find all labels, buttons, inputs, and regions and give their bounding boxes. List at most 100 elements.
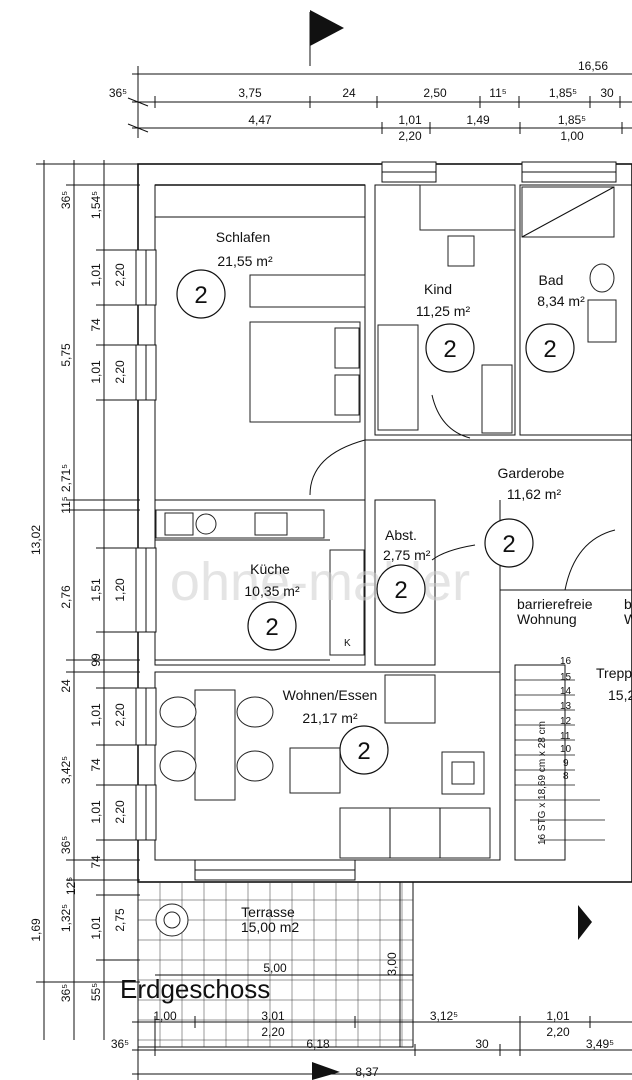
svg-text:2,76: 2,76 [59, 585, 73, 609]
svg-text:1,01: 1,01 [89, 916, 103, 940]
svg-text:1,85⁵: 1,85⁵ [549, 86, 577, 100]
svg-text:W: W [624, 611, 632, 627]
svg-text:Abst.: Abst. [385, 527, 417, 543]
svg-text:2,75 m²: 2,75 m² [383, 547, 431, 563]
stair-note: 16 STG x 18,69 cm x 28 cm [537, 721, 548, 845]
room-area-schlafen: 21,55 m² [217, 253, 273, 269]
svg-text:11⁵: 11⁵ [489, 86, 506, 100]
entrance-arrow-icon [578, 905, 592, 940]
furniture: K [155, 184, 617, 859]
svg-text:15: 15 [560, 672, 572, 683]
svg-text:3,12⁵: 3,12⁵ [430, 1009, 458, 1023]
svg-text:3,00: 3,00 [385, 952, 399, 976]
svg-text:3,42⁵: 3,42⁵ [59, 756, 73, 784]
dimension-lines-left: 13,02 36⁵ 5,75 11⁵ 2,71⁵ 2,76 24 3,42⁵ 3… [29, 160, 140, 1040]
svg-text:2: 2 [543, 336, 556, 363]
svg-text:2: 2 [443, 336, 456, 363]
svg-text:15,00 m2: 15,00 m2 [241, 919, 300, 935]
svg-text:36⁵: 36⁵ [59, 836, 73, 854]
svg-text:3,49⁵: 3,49⁵ [586, 1037, 614, 1051]
svg-text:99: 99 [89, 653, 103, 667]
svg-text:Garderobe: Garderobe [498, 465, 565, 481]
svg-text:1,01: 1,01 [398, 113, 422, 127]
svg-text:15,2: 15,2 [608, 687, 632, 703]
svg-text:Trepp: Trepp [596, 665, 632, 681]
svg-text:8,37: 8,37 [355, 1065, 379, 1079]
svg-text:b: b [624, 596, 632, 612]
svg-text:2: 2 [265, 614, 278, 641]
svg-text:barrierefreie: barrierefreie [517, 596, 593, 612]
svg-text:24: 24 [342, 86, 356, 100]
svg-text:2,20: 2,20 [113, 263, 127, 287]
svg-text:74: 74 [89, 758, 103, 772]
svg-text:Terrasse: Terrasse [241, 904, 295, 920]
svg-text:Kind: Kind [424, 281, 452, 297]
svg-text:2,20: 2,20 [261, 1025, 285, 1039]
svg-text:1,01: 1,01 [89, 703, 103, 727]
svg-text:1,00: 1,00 [560, 129, 584, 143]
svg-text:1,51: 1,51 [89, 578, 103, 602]
svg-text:5,00: 5,00 [263, 961, 287, 975]
svg-text:1,49: 1,49 [466, 113, 490, 127]
svg-text:Bad: Bad [539, 272, 564, 288]
svg-text:13: 13 [560, 701, 572, 712]
dim-total-depth: 13,02 [29, 525, 43, 555]
svg-text:24: 24 [59, 679, 73, 693]
svg-text:10: 10 [560, 744, 572, 755]
svg-text:36⁵: 36⁵ [109, 86, 127, 100]
svg-text:1,54⁵: 1,54⁵ [89, 191, 103, 219]
room-name-schlafen: Schlafen [216, 229, 270, 245]
svg-text:1,69: 1,69 [29, 918, 43, 942]
svg-text:14: 14 [560, 686, 572, 697]
north-arrow-icon [309, 10, 344, 66]
svg-text:2,20: 2,20 [398, 129, 422, 143]
svg-text:2,20: 2,20 [113, 703, 127, 727]
svg-text:Küche: Küche [250, 561, 290, 577]
svg-text:11,62 m²: 11,62 m² [507, 486, 562, 502]
svg-text:2: 2 [394, 577, 407, 604]
svg-text:11⁵: 11⁵ [59, 496, 73, 513]
svg-text:1,00: 1,00 [153, 1009, 177, 1023]
svg-text:2: 2 [194, 282, 207, 309]
svg-text:2,50: 2,50 [423, 86, 447, 100]
svg-text:2: 2 [502, 531, 515, 558]
svg-text:4,47: 4,47 [248, 113, 272, 127]
svg-text:8: 8 [563, 771, 569, 782]
svg-text:1,01: 1,01 [546, 1009, 570, 1023]
svg-text:1,32⁵: 1,32⁵ [59, 904, 73, 932]
svg-text:K: K [344, 638, 351, 649]
svg-text:1,20: 1,20 [113, 578, 127, 602]
dim-total-width: 16,56 [578, 59, 608, 73]
svg-text:11: 11 [560, 731, 571, 742]
windows [135, 161, 617, 881]
svg-text:6,18: 6,18 [306, 1037, 330, 1051]
svg-text:2,71⁵: 2,71⁵ [59, 464, 73, 492]
plan-title: Erdgeschoss [120, 974, 270, 1004]
svg-text:1,85⁵: 1,85⁵ [558, 113, 586, 127]
svg-text:8,34 m²: 8,34 m² [537, 293, 585, 309]
svg-text:5,75: 5,75 [59, 343, 73, 367]
svg-text:16: 16 [560, 656, 572, 667]
svg-text:74: 74 [89, 318, 103, 332]
svg-text:12: 12 [560, 716, 572, 727]
svg-text:11,25 m²: 11,25 m² [416, 303, 471, 319]
svg-text:1,01: 1,01 [89, 360, 103, 384]
svg-text:36⁵: 36⁵ [59, 984, 73, 1002]
terrace [137, 881, 592, 1048]
svg-text:2: 2 [357, 738, 370, 765]
plant-icon [155, 903, 189, 937]
svg-text:36⁵: 36⁵ [59, 191, 73, 209]
svg-text:12⁵: 12⁵ [64, 877, 78, 895]
svg-text:1,01: 1,01 [89, 800, 103, 824]
svg-text:1,01: 1,01 [89, 263, 103, 287]
staircase: 16 15 14 13 12 11 10 9 8 16 STG x 18,69 … [514, 656, 605, 861]
svg-text:30: 30 [475, 1037, 489, 1051]
svg-text:10,35 m²: 10,35 m² [244, 583, 300, 599]
svg-text:2,20: 2,20 [546, 1025, 570, 1039]
svg-text:Wohnen/Essen: Wohnen/Essen [283, 687, 378, 703]
svg-text:2,20: 2,20 [113, 360, 127, 384]
svg-text:55⁵: 55⁵ [89, 983, 103, 1001]
south-arrow-icon [312, 1062, 340, 1080]
dimension-lines-top: 16,56 36⁵ 3,75 24 2,50 11⁵ 1,85⁵ 30 4,47… [109, 59, 632, 143]
